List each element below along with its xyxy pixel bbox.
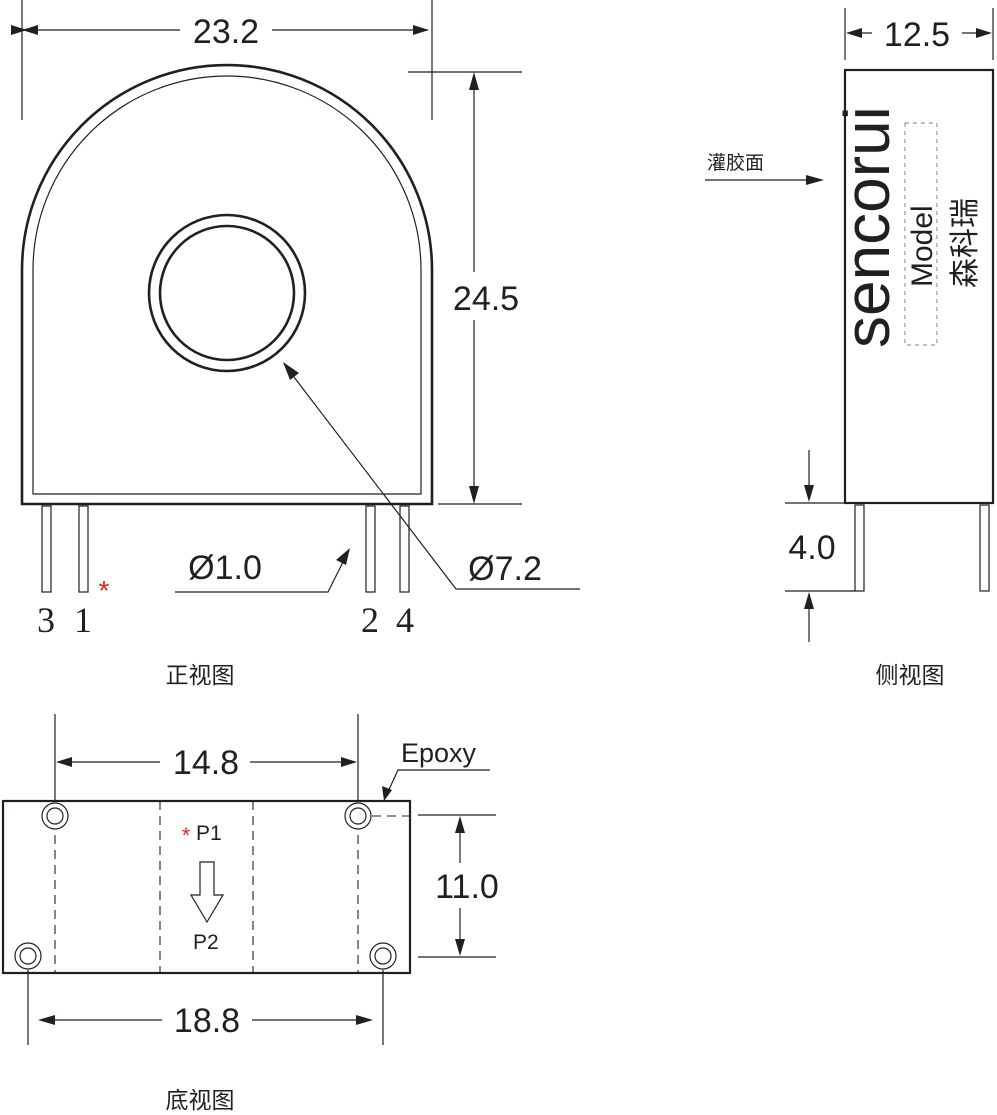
pin-1: [78, 505, 89, 593]
bottom-height-dim-label: 11.0: [435, 868, 499, 906]
bottom-view: 14.8 * P1 P2 Epoxy: [1, 714, 499, 1114]
pin-3: [41, 505, 52, 593]
epoxy-label: Epoxy: [401, 738, 477, 768]
hole-dia-leader: [283, 363, 580, 590]
front-view: 23.2 24.5 3 1 * 2 4 Ø1.0 Ø7.2 正: [11, 0, 580, 689]
bottom-body: [1, 799, 412, 975]
hole-outer-ring: [147, 213, 307, 373]
pin-label-3: 3: [37, 600, 55, 640]
pin-hole-bottom-right: [369, 942, 397, 970]
hole-inner-ring: [158, 224, 296, 362]
brand-chinese: 森科瑞: [948, 198, 983, 288]
width-dim-label: 23.2: [193, 13, 259, 51]
side-pin-left: [854, 504, 865, 592]
hole-dia-label: Ø7.2: [468, 550, 542, 588]
pin-4: [399, 505, 410, 593]
side-view: 12.5 sencorui Model 森科瑞 灌胶面 4.0 侧视图: [705, 8, 995, 689]
side-view-caption: 侧视图: [876, 663, 945, 689]
pin-hole-top-left: [41, 802, 69, 830]
p1-marker-star: *: [182, 823, 191, 848]
side-body: [843, 68, 995, 505]
pin-hole-top-right: [344, 802, 372, 830]
pin-dia-leader: [175, 551, 349, 593]
pin-label-2: 2: [361, 600, 379, 640]
p2-label: P2: [193, 931, 219, 954]
bottom-dim-label: 18.8: [174, 1002, 240, 1040]
front-view-caption: 正视图: [166, 663, 235, 689]
top-dim-label: 14.8: [173, 744, 239, 782]
front-body-inner: [32, 75, 422, 495]
model-label: Model: [906, 205, 939, 287]
pin-label-1: 1: [74, 600, 92, 640]
pin-hole-bottom-left: [14, 942, 42, 970]
label-area-box: [904, 122, 938, 346]
front-body-outer: [20, 63, 434, 506]
side-pin-right: [979, 504, 990, 592]
potting-surface-label: 灌胶面: [707, 152, 764, 174]
pin1-marker-star: *: [99, 575, 110, 606]
side-width-dim-label: 12.5: [884, 16, 950, 54]
height-dim-label: 24.5: [453, 280, 519, 318]
p1-label: P1: [196, 822, 222, 845]
pin-len-dim-label: 4.0: [788, 529, 835, 567]
brand-logo: sencorui: [831, 106, 903, 348]
pin-label-4: 4: [396, 600, 414, 640]
pin-2: [365, 505, 376, 593]
bottom-view-caption: 底视图: [166, 1088, 235, 1114]
epoxy-leader: [385, 769, 490, 797]
current-direction-arrow: [189, 861, 225, 924]
pin-dia-label: Ø1.0: [188, 549, 262, 587]
